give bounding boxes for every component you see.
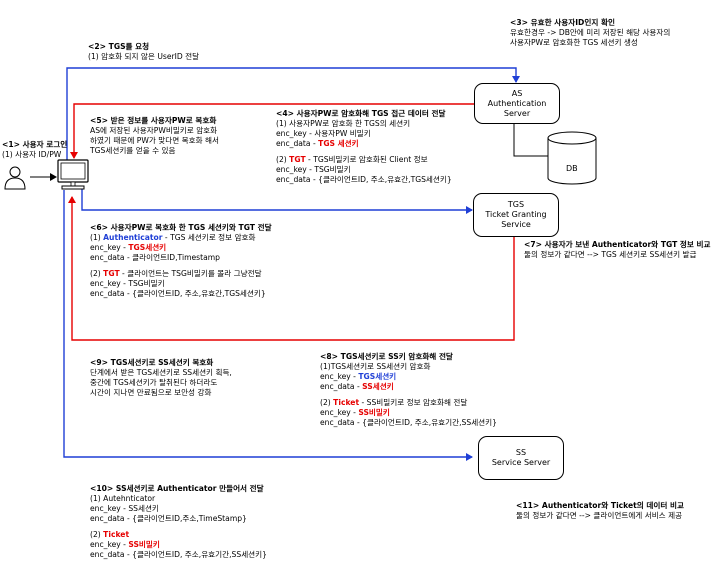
step3-line1: 유효한경우 -> DB안에 미리 저장된 해당 사용자의: [510, 28, 671, 37]
step5-l1: AS에 저장된 사용자PW비밀키로 암호화: [90, 126, 218, 135]
arrow-as-response: [70, 103, 474, 159]
step11-text: <11> Authenticator와 Ticket의 데이터 비교 둘의 정보…: [516, 501, 684, 521]
as-db-link: [513, 124, 548, 157]
step10-l2: enc_key - SS세션키: [90, 504, 159, 513]
step8-l6: enc_data - {클라이언트ID, 주소,유효기간,SS세션키}: [320, 418, 497, 427]
step4-l1: (1) 사용자PW로 암호화 한 TGS의 세션키: [276, 119, 411, 128]
ss-secret-key-highlight: SS비밀키: [358, 408, 390, 417]
ss-secret-key-highlight: SS비밀키: [128, 540, 160, 549]
step10-text: <10> SS세션키로 Authenticator 만들어서 전달 (1) Au…: [90, 484, 267, 560]
ss-server-box: SS Service Server: [478, 436, 564, 480]
step8-title: <8> TGS세션키로 SS키 암호화해 전달: [320, 352, 453, 361]
step9-title: <9> TGS세션키로 SS세션키 복호화: [90, 358, 214, 367]
step2-line1: (1) 암호화 되지 않은 UserID 전달: [88, 52, 200, 61]
step8-l4: (2) Ticket - SS비밀키로 정보 암호화해 전달: [320, 398, 468, 407]
tgt-highlight: TGT: [289, 155, 306, 164]
step10-l1: (1) Autehnticator: [90, 494, 156, 503]
step9-l1: 단계에서 받은 TGS세션키로 SS세션키 획득,: [90, 368, 232, 377]
step8-l1: (1)TGS세션키로 SS세션키 암호화: [320, 362, 431, 371]
step6-title: <6> 사용자PW로 복호화 한 TGS 세션키와 TGT 전달: [90, 223, 272, 232]
step8-l2: enc_key - TGS세션키: [320, 372, 397, 381]
step5-l3: TGS세션키를 얻을 수 있음: [90, 146, 176, 155]
step6-l3: enc_data - 클라이언트ID,Timestamp: [90, 253, 220, 262]
step4-l5: enc_key - TSG비밀키: [276, 165, 351, 174]
step1-text: <1> 사용자 로그인 (1) 사용자 ID/PW: [2, 140, 67, 160]
step10-l3: enc_data - {클라이언트ID,주소,TimeStamp}: [90, 514, 247, 523]
step6-text: <6> 사용자PW로 복호화 한 TGS 세션키와 TGT 전달 (1) Aut…: [90, 223, 272, 299]
authenticator-highlight: Authenticator: [103, 233, 163, 242]
ticket-highlight: Ticket: [333, 398, 360, 407]
step2-text: <2> TGS를 요청 (1) 암호화 되지 않은 UserID 전달: [88, 42, 199, 62]
step11-l1: 둘의 정보가 같다면 --> 클라이언트에게 서비스 제공: [516, 511, 683, 520]
step7-text: <7> 사용자가 보낸 Authenticator와 TGT 정보 비교 둘의 …: [524, 240, 711, 260]
tgs-server-name: TGS: [507, 200, 525, 209]
step7-title: <7> 사용자가 보낸 Authenticator와 TGT 정보 비교: [524, 240, 711, 249]
as-server-full-name: Authentication Server: [487, 98, 547, 118]
step3-line2: 사용자PW로 암호화한 TGS 세션키 생성: [510, 38, 638, 47]
step4-text: <4> 사용자PW로 암호화해 TGS 접근 데이터 전달 (1) 사용자PW로…: [276, 109, 452, 185]
step10-l4: (2) Ticket: [90, 530, 130, 539]
step6-l2: enc_key - TGS세션키: [90, 243, 167, 252]
step4-l6: enc_data - {클라이언트ID, 주소,유효간,TGS세션키}: [276, 175, 452, 184]
step3-text: <3> 유효한 사용자ID인지 확인 유효한경우 -> DB안에 미리 저장된 …: [510, 18, 670, 48]
step10-l6: enc_data - {클라이언트ID, 주소,유효기간,SS세션키}: [90, 550, 267, 559]
step6-l5: enc_key - TSG비밀키: [90, 279, 165, 288]
step1-sub: (1) 사용자 ID/PW: [2, 150, 62, 159]
step8-text: <8> TGS세션키로 SS키 암호화해 전달 (1)TGS세션키로 SS세션키…: [320, 352, 497, 428]
ss-session-key-highlight: SS세션키: [362, 382, 394, 391]
arrow-tgt-to-tgs: [81, 188, 473, 214]
tgs-session-key-highlight: TGS 세션키: [318, 139, 359, 148]
tgs-server-box: TGS Ticket Granting Service: [473, 193, 559, 237]
arrow-tgs-response: [68, 196, 515, 341]
user-icon: [4, 166, 26, 190]
step10-title: <10> SS세션키로 Authenticator 만들어서 전달: [90, 484, 264, 493]
as-server-box: AS Authentication Server: [474, 83, 560, 124]
tgs-session-key-blue-highlight: TGS세션키: [358, 372, 397, 381]
ss-server-full-name: Service Server: [491, 458, 551, 467]
step6-l6: enc_data - {클라이언트ID, 주소,유효간,TGS세션키}: [90, 289, 266, 298]
tgs-session-key-highlight: TGS세션키: [128, 243, 167, 252]
step10-l5: enc_key - SS비밀키: [90, 540, 160, 549]
step11-title: <11> Authenticator와 Ticket의 데이터 비교: [516, 501, 685, 510]
step9-text: <9> TGS세션키로 SS세션키 복호화 단계에서 받은 TGS세션키로 SS…: [90, 358, 232, 398]
as-server-name: AS: [511, 88, 523, 98]
step5-title: <5> 받은 정보를 사용자PW로 복호화: [90, 116, 217, 125]
step4-l2: enc_key - 사용자PW 비밀키: [276, 129, 371, 138]
step4-l4: (2) TGT - TGS비밀키로 암호화된 Client 정보: [276, 155, 428, 164]
tgs-server-full-name-1: Ticket Granting: [485, 210, 547, 219]
computer-icon: [57, 159, 89, 190]
step5-text: <5> 받은 정보를 사용자PW로 복호화 AS에 저장된 사용자PW비밀키로 …: [90, 116, 219, 156]
tgt-highlight: TGT: [103, 269, 120, 278]
step8-l5: enc_key - SS비밀키: [320, 408, 390, 417]
step6-l1: (1) Authenticator - TGS 세션키로 정보 암호화: [90, 233, 256, 242]
step8-l3: enc_data - SS세션키: [320, 382, 394, 391]
tgs-server-full-name-2: Service: [501, 220, 531, 229]
step5-l2: 하였기 때문에 PW가 맞다면 복호화 해서: [90, 136, 219, 145]
arrow-to-ss: [63, 190, 473, 461]
step9-l2: 중간에 TGS세션키가 탈취된다 하더라도: [90, 378, 218, 387]
step4-l3: enc_data - TGS 세션키: [276, 139, 359, 148]
step2-title: <2> TGS를 요청: [88, 42, 150, 51]
step3-title: <3> 유효한 사용자ID인지 확인: [510, 18, 615, 27]
step9-l3: 시간이 지나면 만료됨으로 보안성 강화: [90, 388, 212, 397]
db-label: DB: [566, 164, 578, 173]
step1-title: <1> 사용자 로그인: [2, 140, 68, 149]
ticket-highlight: Ticket: [103, 530, 130, 539]
step6-l4: (2) TGT - 클라이언트는 TSG비밀키를 몰라 그냥전달: [90, 269, 262, 278]
ss-server-name: SS: [515, 448, 527, 457]
arrow-tgs-request: [66, 67, 520, 160]
database-icon: [547, 131, 597, 185]
step4-title: <4> 사용자PW로 암호화해 TGS 접근 데이터 전달: [276, 109, 446, 118]
step7-l1: 둘의 정보가 같다면 --> TGS 세션키로 SS세션키 발급: [524, 250, 697, 259]
